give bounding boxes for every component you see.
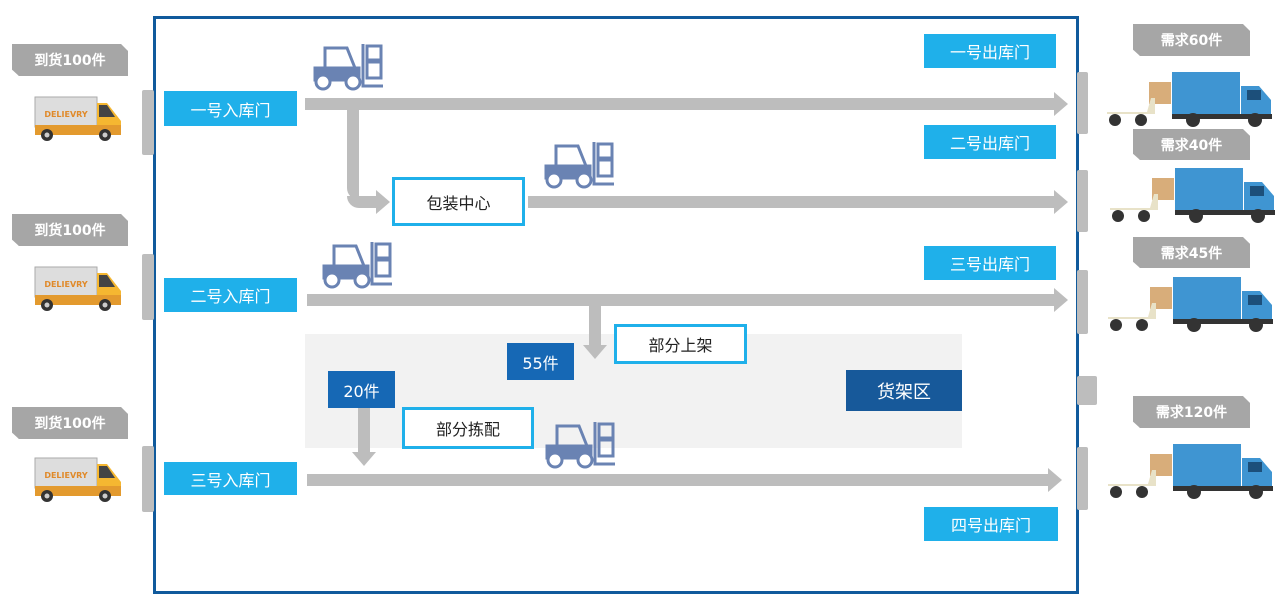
exit-door-1: 一号出库门 [924,34,1056,68]
shelf-area-label: 货架区 [846,370,962,411]
demand-tag: 需求60件 [1133,24,1250,56]
picking-box: 部分拣配 [402,407,534,449]
svg-text:DELIEVRY: DELIEVRY [44,471,88,480]
inbound-dock-3 [142,446,154,512]
arrival-tag: 到货100件 [12,44,128,76]
flow-arrow-1 [305,98,1055,110]
cargo-truck-icon [1105,70,1275,132]
svg-text:DELIEVRY: DELIEVRY [44,280,88,289]
outbound-dock-2 [1077,170,1088,232]
delivery-van-icon: DELIEVRY [33,265,125,317]
forklift-icon [540,140,616,194]
outbound-dock-1 [1077,72,1088,134]
entrance-door-1: 一号入库门 [164,91,297,126]
putaway-qty: 55件 [507,343,574,380]
cargo-truck-icon [1106,275,1276,337]
flow-arrow-4 [307,474,1049,486]
picking-arrow [358,408,370,452]
demand-tag: 需求120件 [1133,396,1250,428]
delivery-van-icon: DELIEVRY [33,456,125,508]
svg-text:DELIEVRY: DELIEVRY [44,110,88,119]
putaway-arrow [589,306,601,346]
delivery-van-icon: DELIEVRY [33,95,125,147]
flow-arrow-2 [528,196,1055,208]
cargo-truck-icon [1108,166,1278,228]
demand-tag: 需求45件 [1133,237,1250,268]
inbound-dock-1 [142,90,154,155]
inbound-dock-2 [142,254,154,320]
exit-door-2: 二号出库门 [924,125,1056,159]
entrance-door-2: 二号入库门 [164,278,297,312]
cargo-truck-icon [1106,442,1276,504]
flow-arrow-3 [307,294,1055,306]
exit-door-3: 三号出库门 [924,246,1056,280]
entrance-door-3: 三号入库门 [164,462,297,495]
putaway-box: 部分上架 [614,324,747,364]
demand-tag: 需求40件 [1133,129,1250,160]
outbound-dock-4 [1077,447,1088,510]
arrival-tag: 到货100件 [12,214,128,246]
exit-door-4: 四号出库门 [924,507,1058,541]
forklift-icon [318,240,394,294]
picking-qty: 20件 [328,371,395,408]
forklift-icon [309,42,385,96]
packing-center: 包装中心 [392,177,525,226]
forklift-icon [541,420,617,474]
flow-arrow-to-packing [347,110,359,200]
arrival-tag: 到货100件 [12,407,128,439]
outbound-dock-3 [1077,270,1088,334]
outbound-dock-shelf [1077,376,1097,405]
